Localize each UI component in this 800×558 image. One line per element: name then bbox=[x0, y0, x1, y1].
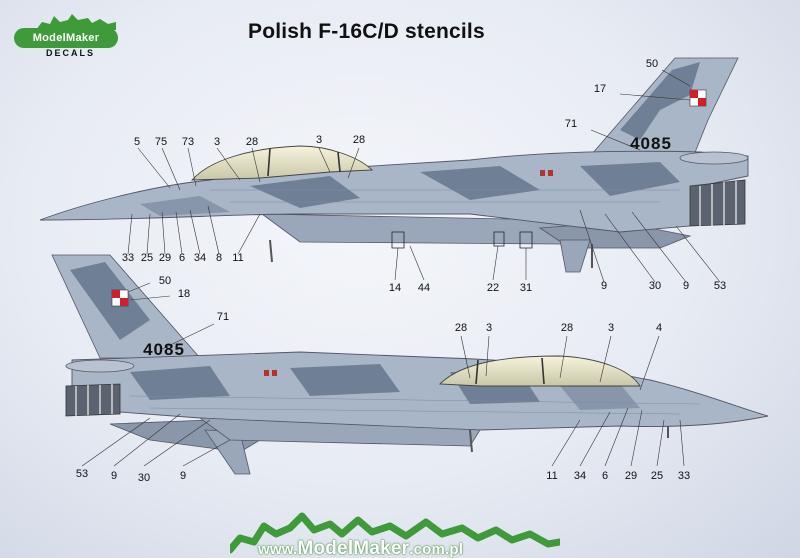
callout-label: 28 bbox=[560, 322, 574, 334]
callout-label: 50 bbox=[645, 58, 659, 70]
polish-insignia-icon bbox=[111, 289, 129, 307]
callout-label: 9 bbox=[682, 280, 690, 292]
callout-label: 3 bbox=[315, 134, 323, 146]
footer-suffix: .com.pl bbox=[409, 541, 464, 558]
footer-url[interactable]: www.ModelMaker.com.pl bbox=[258, 538, 463, 558]
bottom-leader-lines bbox=[81, 282, 685, 467]
callout-label: 28 bbox=[245, 136, 259, 148]
callout-label: 33 bbox=[121, 252, 135, 264]
callout-label: 14 bbox=[388, 282, 402, 294]
callout-label: 71 bbox=[564, 118, 578, 130]
logo-brand: ModelMaker bbox=[14, 28, 118, 48]
footer-brand: ModelMaker bbox=[297, 538, 410, 558]
callout-label: 22 bbox=[486, 282, 500, 294]
callout-label: 53 bbox=[75, 468, 89, 480]
tail-number-bottom: 4085 bbox=[143, 340, 185, 359]
footer-castle-icon bbox=[230, 512, 560, 554]
callout-label: 9 bbox=[600, 280, 608, 292]
callout-label: 50 bbox=[158, 275, 172, 287]
callout-label: 9 bbox=[179, 470, 187, 482]
callout-label: 30 bbox=[648, 280, 662, 292]
tail-number-top: 4085 bbox=[630, 134, 672, 153]
callout-label: 30 bbox=[137, 472, 151, 484]
callout-label: 5 bbox=[133, 136, 141, 148]
callout-label: 53 bbox=[713, 280, 727, 292]
callout-label: 9 bbox=[110, 470, 118, 482]
modelmaker-logo: ModelMaker DECALS bbox=[14, 10, 126, 60]
callout-label: 31 bbox=[519, 282, 533, 294]
callout-label: 33 bbox=[677, 470, 691, 482]
callout-label: 3 bbox=[607, 322, 615, 334]
callout-label: 11 bbox=[546, 470, 558, 482]
callout-label: 3 bbox=[213, 136, 221, 148]
page-title: Polish F-16C/D stencils bbox=[248, 20, 485, 43]
callout-label: 29 bbox=[158, 252, 172, 264]
callout-label: 11 bbox=[232, 252, 244, 264]
callout-label: 4 bbox=[655, 322, 663, 334]
callout-label: 25 bbox=[140, 252, 154, 264]
callout-label: 6 bbox=[178, 252, 186, 264]
top-leader-lines bbox=[127, 69, 721, 283]
callout-label: 28 bbox=[454, 322, 468, 334]
callout-label: 25 bbox=[650, 470, 664, 482]
callout-label: 6 bbox=[601, 470, 609, 482]
castle-roof-icon bbox=[36, 14, 116, 30]
polish-insignia-icon bbox=[689, 89, 707, 107]
callout-label: 44 bbox=[417, 282, 431, 294]
callout-label: 3 bbox=[485, 322, 493, 334]
bottom-aircraft bbox=[51, 254, 769, 475]
callout-label: 17 bbox=[593, 83, 607, 95]
callout-label: 18 bbox=[177, 288, 191, 300]
callout-label: 8 bbox=[215, 252, 223, 264]
callout-label: 75 bbox=[154, 136, 168, 148]
callout-label: 34 bbox=[193, 252, 207, 264]
callout-label: 28 bbox=[352, 134, 366, 146]
callout-label: 34 bbox=[573, 470, 587, 482]
callout-label: 71 bbox=[216, 311, 230, 323]
logo-subtitle: DECALS bbox=[46, 48, 96, 58]
callout-label: 73 bbox=[181, 136, 195, 148]
top-aircraft bbox=[39, 57, 749, 283]
footer-prefix: www. bbox=[258, 541, 298, 558]
callout-label: 29 bbox=[624, 470, 638, 482]
